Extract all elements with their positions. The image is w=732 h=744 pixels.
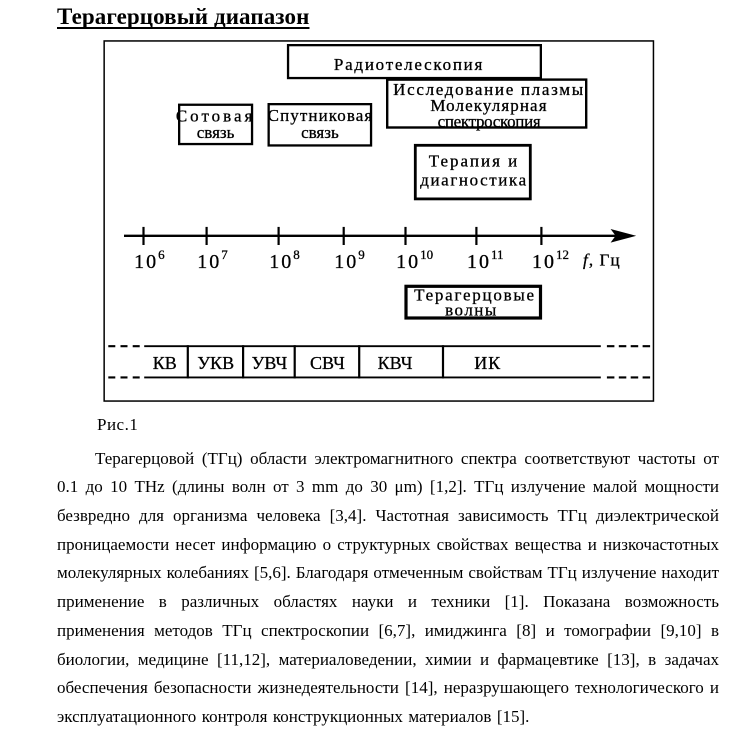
- svg-text:КВ: КВ: [153, 353, 177, 373]
- svg-text:f, Гц: f, Гц: [583, 251, 621, 270]
- svg-text:Сотовая: Сотовая: [176, 106, 256, 125]
- svg-text:Терапия и: Терапия и: [429, 152, 519, 171]
- svg-text:диагностика: диагностика: [420, 171, 528, 190]
- svg-text:волны: волны: [445, 300, 498, 319]
- svg-text:1012: 1012: [532, 247, 569, 273]
- svg-text:связь: связь: [301, 123, 339, 142]
- svg-text:109: 109: [334, 247, 365, 273]
- svg-text:Молекулярная: Молекулярная: [430, 96, 547, 115]
- svg-text:СВЧ: СВЧ: [310, 353, 345, 373]
- svg-text:спектроскопия: спектроскопия: [438, 112, 541, 131]
- svg-text:связь: связь: [197, 123, 235, 142]
- svg-text:Радиотелескопия: Радиотелескопия: [334, 55, 484, 74]
- svg-text:ИК: ИК: [474, 353, 501, 373]
- svg-text:КВЧ: КВЧ: [378, 353, 413, 373]
- svg-text:УВЧ: УВЧ: [252, 353, 288, 373]
- svg-text:Спутниковая: Спутниковая: [268, 106, 374, 125]
- svg-text:Терагерцовые: Терагерцовые: [414, 286, 536, 305]
- svg-text:Исследование плазмы: Исследование плазмы: [393, 80, 585, 99]
- svg-text:УКВ: УКВ: [197, 353, 234, 373]
- svg-text:1011: 1011: [467, 247, 504, 273]
